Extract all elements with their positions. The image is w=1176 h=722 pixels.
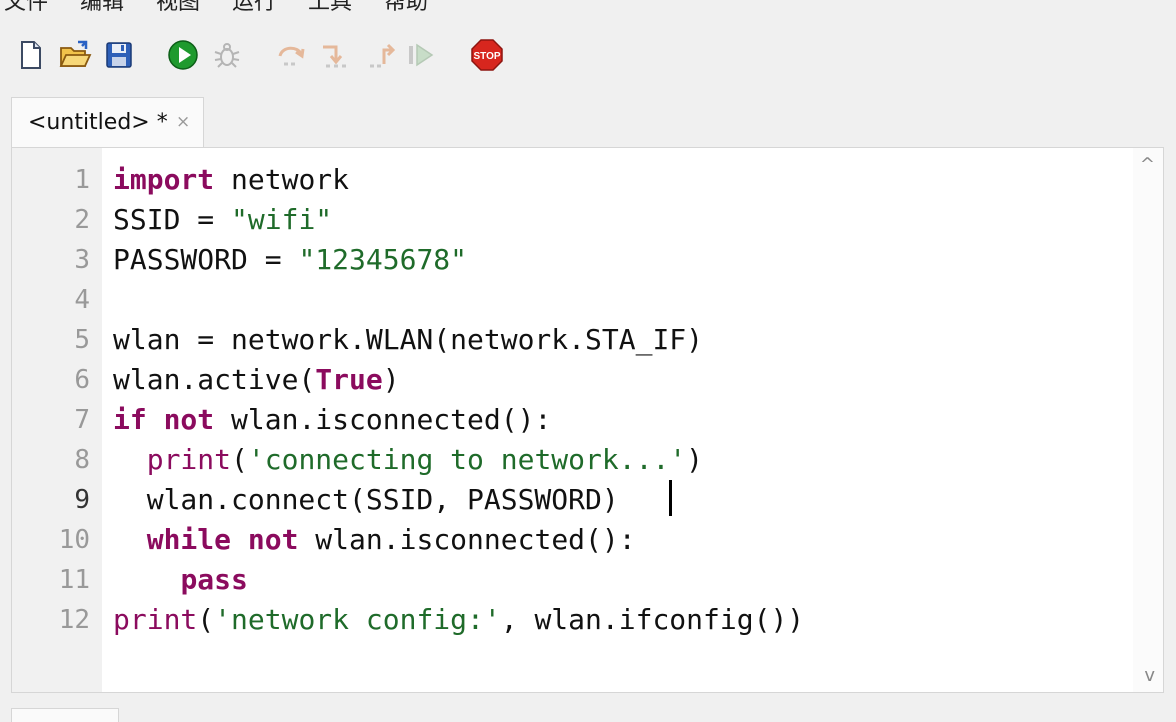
scroll-down-icon[interactable]: v bbox=[1144, 665, 1155, 686]
code-line[interactable]: if not wlan.isconnected(): bbox=[113, 400, 804, 440]
code-token: wlan.active( bbox=[113, 363, 316, 396]
code-token: wlan.isconnected(): bbox=[298, 523, 636, 556]
code-token bbox=[231, 523, 248, 556]
keyword-token: pass bbox=[180, 563, 248, 596]
string-token: 'connecting to network...' bbox=[247, 443, 687, 476]
code-line[interactable]: print('network config:', wlan.ifconfig()… bbox=[113, 600, 804, 640]
code-token: , wlan.ifconfig()) bbox=[500, 603, 805, 636]
debug-icon bbox=[214, 43, 240, 68]
code-token: ) bbox=[382, 363, 400, 396]
toolbar: STOP bbox=[0, 22, 1176, 88]
tab-modified-marker: * bbox=[156, 110, 168, 135]
code-token: wlan.isconnected(): bbox=[214, 403, 552, 436]
code-line[interactable]: wlan = network.WLAN(network.STA_IF) bbox=[113, 320, 804, 360]
line-number: 12 bbox=[58, 605, 90, 635]
line-number: 4 bbox=[74, 285, 90, 315]
menu-edit[interactable]: 编辑 bbox=[80, 0, 125, 15]
line-number: 1 bbox=[74, 165, 90, 195]
string-token: 'network config:' bbox=[214, 603, 501, 636]
menu-run[interactable]: 运行 bbox=[232, 0, 277, 15]
string-token: "12345678" bbox=[298, 243, 468, 276]
code-token: ) bbox=[686, 443, 704, 476]
resume-button[interactable] bbox=[404, 38, 438, 72]
stop-icon: STOP bbox=[471, 39, 503, 71]
open-file-button[interactable] bbox=[58, 38, 92, 72]
line-number: 11 bbox=[58, 565, 90, 595]
step-into-button[interactable] bbox=[318, 38, 352, 72]
code-token: network bbox=[214, 163, 350, 196]
tab-title: <untitled> * bbox=[28, 110, 168, 135]
code-token: SSID = bbox=[113, 203, 232, 236]
menu-file[interactable]: 文件 bbox=[4, 0, 49, 15]
code-token: ( bbox=[197, 603, 215, 636]
line-number: 7 bbox=[74, 405, 90, 435]
menu-help[interactable]: 帮助 bbox=[384, 0, 429, 15]
save-icon bbox=[106, 42, 132, 68]
line-number: 2 bbox=[74, 205, 90, 235]
code-line[interactable] bbox=[113, 280, 804, 320]
keyword-token: not bbox=[247, 523, 299, 556]
menu-bar: 文件 编辑 视图 运行 工具 帮助 bbox=[0, 0, 1176, 20]
text-cursor bbox=[669, 480, 672, 516]
new-file-icon bbox=[21, 41, 41, 69]
keyword-token: not bbox=[163, 403, 215, 436]
keyword-token: import bbox=[113, 163, 215, 196]
debug-button[interactable] bbox=[210, 38, 244, 72]
code-token: ( bbox=[231, 443, 248, 476]
code-token bbox=[113, 523, 147, 556]
step-over-button[interactable] bbox=[274, 38, 308, 72]
vertical-scrollbar[interactable]: ^ v bbox=[1133, 148, 1163, 692]
step-out-icon bbox=[370, 43, 396, 68]
string-token: "wifi" bbox=[231, 203, 333, 236]
menu-view[interactable]: 视图 bbox=[156, 0, 201, 15]
keyword-token: while bbox=[146, 523, 232, 556]
new-file-button[interactable] bbox=[14, 38, 48, 72]
line-number: 5 bbox=[74, 325, 90, 355]
keyword-token: if bbox=[113, 403, 147, 436]
line-number: 9 bbox=[74, 485, 90, 515]
stop-label: STOP bbox=[473, 51, 500, 62]
step-over-icon bbox=[278, 46, 305, 66]
run-button[interactable] bbox=[166, 38, 200, 72]
save-button[interactable] bbox=[102, 38, 136, 72]
tab-filename: <untitled> bbox=[28, 110, 150, 135]
tab-close-icon[interactable]: × bbox=[176, 112, 191, 132]
code-token: wlan = network.WLAN(network.STA_IF) bbox=[113, 323, 704, 356]
open-folder-icon bbox=[59, 40, 92, 67]
code-token bbox=[147, 403, 164, 436]
code-token bbox=[113, 443, 147, 476]
keyword-token: True bbox=[315, 363, 383, 396]
code-token: wlan.connect(SSID, PASSWORD) bbox=[113, 483, 619, 516]
code-line[interactable]: print('connecting to network...') bbox=[113, 440, 804, 480]
code-line[interactable]: wlan.active(True) bbox=[113, 360, 804, 400]
shell-tab[interactable] bbox=[11, 708, 119, 722]
builtin-token: print bbox=[146, 443, 232, 476]
line-number: 8 bbox=[74, 445, 90, 475]
code-line[interactable]: while not wlan.isconnected(): bbox=[113, 520, 804, 560]
line-number: 6 bbox=[74, 365, 90, 395]
code-line[interactable]: pass bbox=[113, 560, 804, 600]
code-line[interactable]: SSID = "wifi" bbox=[113, 200, 804, 240]
resume-icon bbox=[409, 43, 434, 67]
code-line[interactable]: PASSWORD = "12345678" bbox=[113, 240, 804, 280]
run-icon bbox=[168, 40, 198, 70]
stop-button[interactable]: STOP bbox=[470, 38, 504, 72]
builtin-token: print bbox=[113, 603, 198, 636]
step-into-icon bbox=[323, 45, 346, 68]
code-token: PASSWORD = bbox=[113, 243, 299, 276]
menu-tools[interactable]: 工具 bbox=[308, 0, 353, 15]
code-token bbox=[113, 563, 180, 596]
editor-tab[interactable]: <untitled> * × bbox=[11, 97, 204, 147]
line-number: 3 bbox=[74, 245, 90, 275]
scroll-up-icon[interactable]: ^ bbox=[1139, 154, 1155, 175]
line-number: 10 bbox=[58, 525, 90, 555]
code-line[interactable]: wlan.connect(SSID, PASSWORD) bbox=[113, 480, 804, 520]
step-out-button[interactable] bbox=[364, 38, 398, 72]
code-line[interactable]: import network bbox=[113, 160, 804, 200]
